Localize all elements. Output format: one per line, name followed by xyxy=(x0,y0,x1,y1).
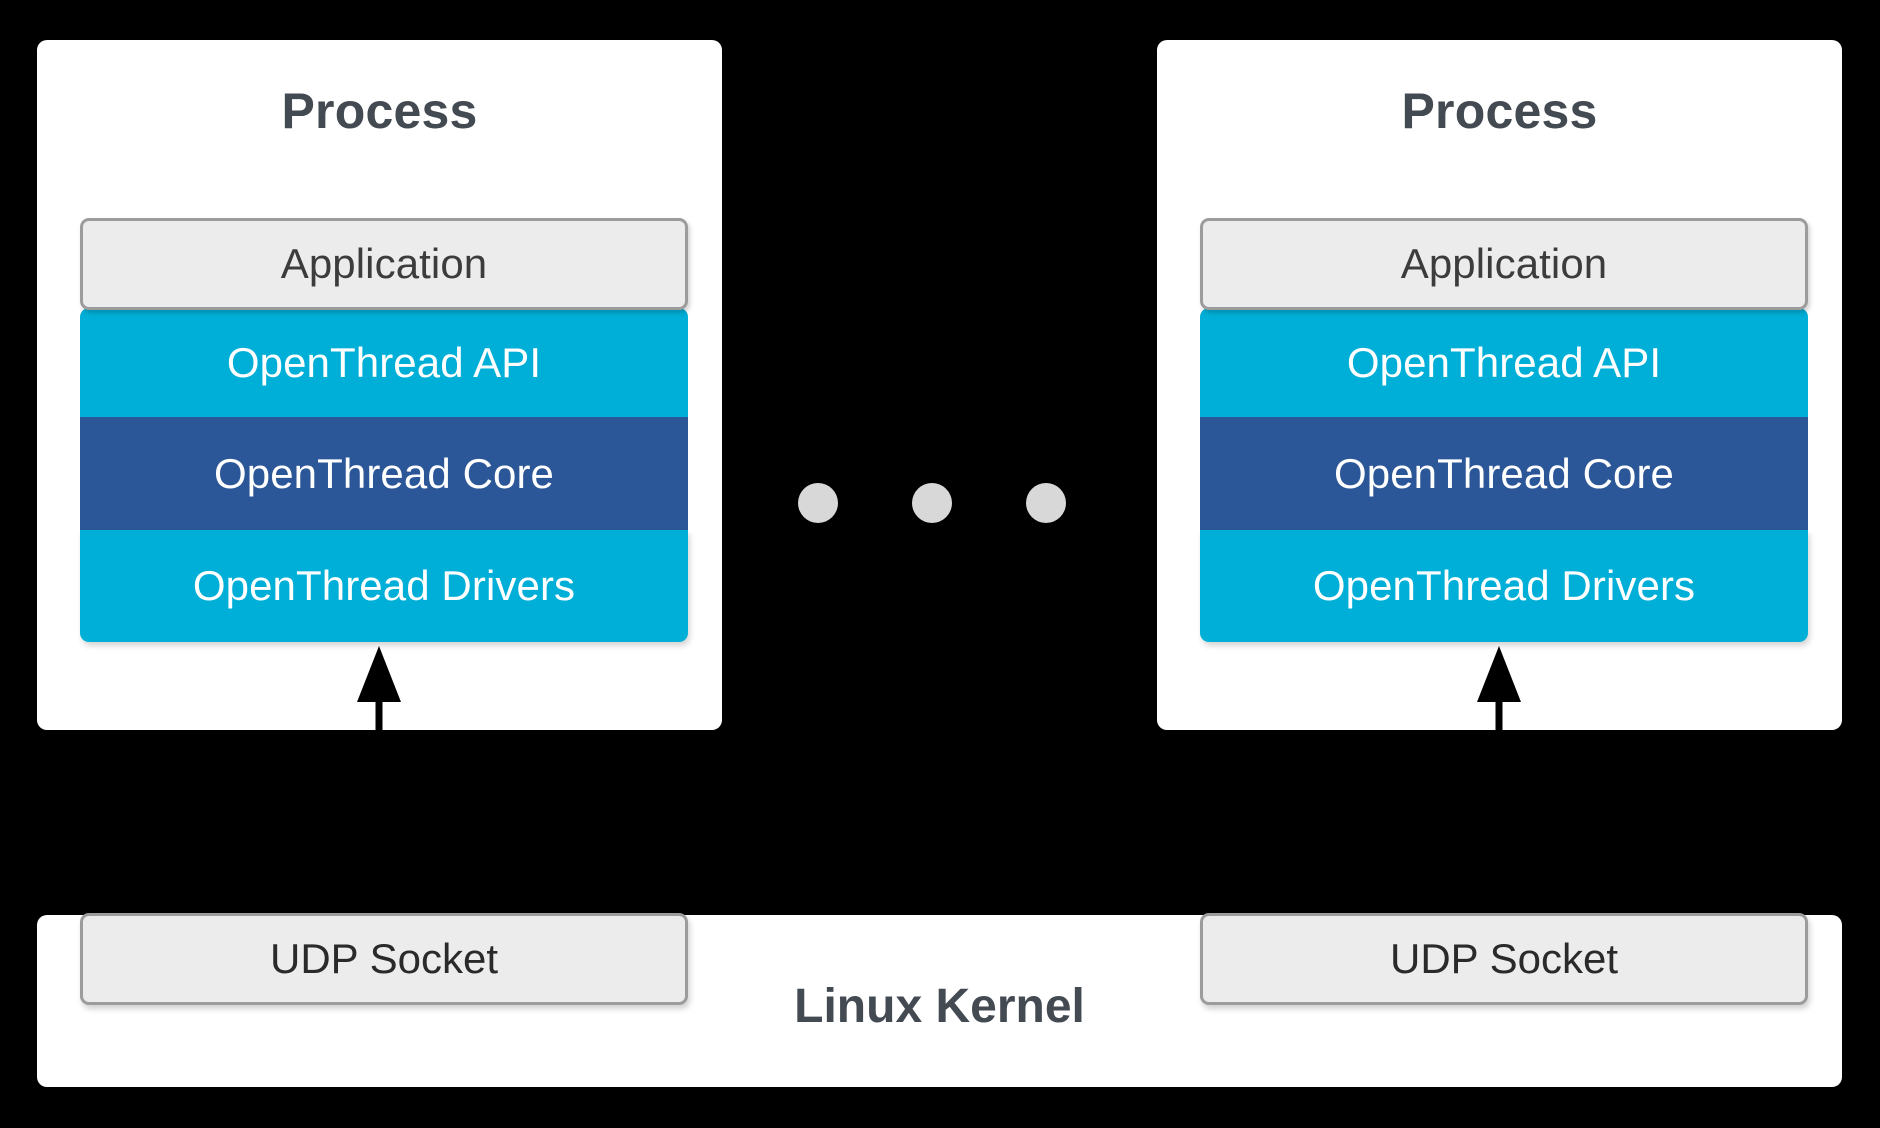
layer-openthread-drivers-right: OpenThread Drivers xyxy=(1200,530,1808,642)
layer-openthread-api-left: OpenThread API xyxy=(80,308,688,417)
layer-openthread-api-right: OpenThread API xyxy=(1200,308,1808,417)
udp-socket-box-left: UDP Socket xyxy=(80,913,688,1005)
udp-socket-box-right: UDP Socket xyxy=(1200,913,1808,1005)
ellipsis-dot-icon xyxy=(912,483,952,523)
layer-application-right: Application xyxy=(1200,218,1808,310)
process-title-right: Process xyxy=(1401,83,1598,139)
process-stack-left: Application OpenThread API OpenThread Co… xyxy=(80,218,688,642)
layer-openthread-drivers-left: OpenThread Drivers xyxy=(80,530,688,642)
arrow-socket-to-drivers-left xyxy=(357,646,401,838)
layer-openthread-core-right: OpenThread Core xyxy=(1200,417,1808,530)
process-stack-right: Application OpenThread API OpenThread Co… xyxy=(1200,218,1808,642)
ellipsis-dots xyxy=(798,483,1082,525)
linux-kernel-label: Linux Kernel xyxy=(794,980,1085,1033)
arrow-socket-to-drivers-right xyxy=(1477,646,1521,838)
layer-openthread-core-left: OpenThread Core xyxy=(80,417,688,530)
process-title-left: Process xyxy=(281,83,478,139)
ellipsis-dot-icon xyxy=(798,483,838,523)
ellipsis-dot-icon xyxy=(1026,483,1066,523)
layer-application-left: Application xyxy=(80,218,688,310)
